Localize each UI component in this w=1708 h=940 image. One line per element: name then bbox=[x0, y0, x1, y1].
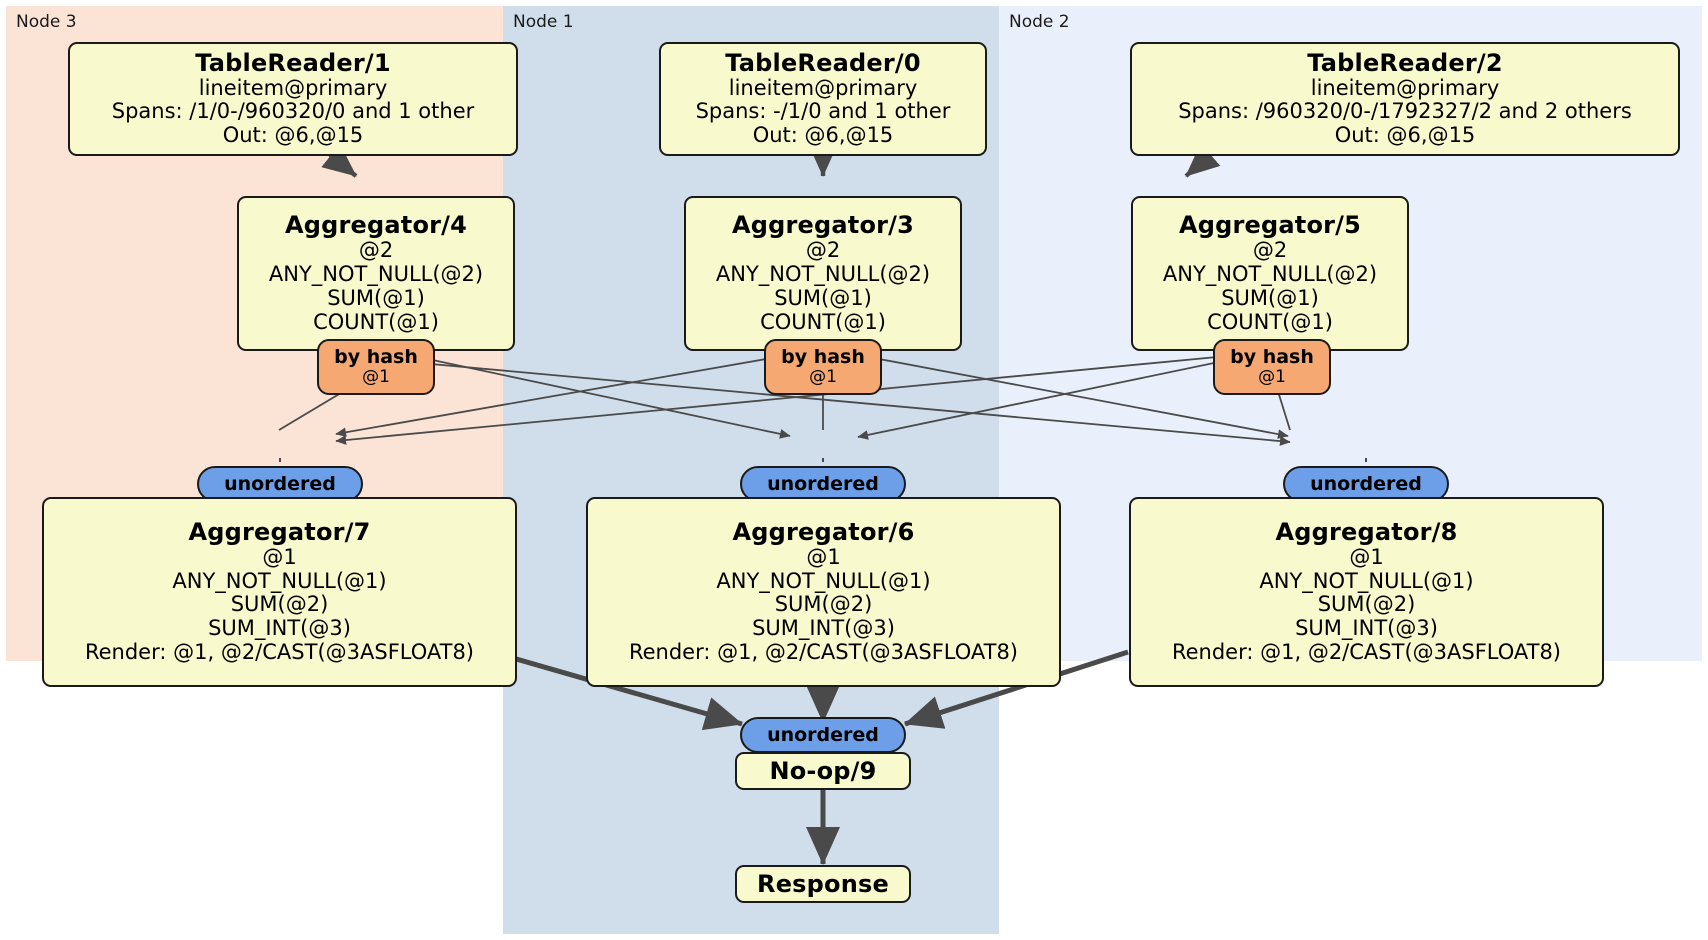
stream-label: unordered bbox=[767, 472, 879, 495]
edge-tablereader2-aggregator5 bbox=[1184, 143, 1221, 178]
processor-tablereader0[interactable]: TableReader/0 lineitem@primary Spans: -/… bbox=[659, 42, 987, 156]
processor-title: TableReader/2 bbox=[1307, 48, 1503, 77]
processor-title: Aggregator/6 bbox=[732, 517, 915, 546]
processor-detail: COUNT(@1) bbox=[1207, 309, 1333, 334]
processor-detail: SUM_INT(@3) bbox=[1295, 616, 1438, 641]
processor-detail: SUM(@2) bbox=[230, 592, 329, 617]
processor-detail: SUM(@2) bbox=[774, 592, 873, 617]
node-panel-label: Node 2 bbox=[1009, 12, 1070, 32]
processor-detail: @1 bbox=[806, 544, 841, 569]
processor-detail: COUNT(@1) bbox=[760, 309, 886, 334]
processor-detail: ANY_NOT_NULL(@1) bbox=[172, 568, 387, 593]
processor-detail: @2 bbox=[358, 238, 394, 263]
processor-title: TableReader/0 bbox=[725, 48, 921, 77]
processor-detail: @1 bbox=[262, 544, 297, 569]
processor-detail: SUM(@1) bbox=[1221, 285, 1319, 310]
processor-title: Aggregator/3 bbox=[731, 211, 915, 240]
processor-detail: Render: @1, @2/CAST(@3ASFLOAT8) bbox=[84, 640, 475, 665]
processor-noop9[interactable]: No-op/9 bbox=[735, 752, 911, 790]
processor-detail: SUM_INT(@3) bbox=[752, 616, 895, 641]
processor-title: Aggregator/5 bbox=[1178, 211, 1362, 240]
edge-hash-left-to-unordered-right bbox=[408, 361, 1291, 446]
processor-title: Response bbox=[757, 869, 889, 898]
processor-detail: lineitem@primary bbox=[1310, 75, 1500, 100]
node-panel-label: Node 1 bbox=[513, 12, 574, 32]
processor-detail: Spans: /1/0-/960320/0 and 1 other bbox=[111, 99, 475, 124]
processor-aggregator8[interactable]: Aggregator/8 @1 ANY_NOT_NULL(@1) SUM(@2)… bbox=[1129, 497, 1604, 687]
processor-aggregator5[interactable]: Aggregator/5 @2 ANY_NOT_NULL(@2) SUM(@1)… bbox=[1131, 196, 1409, 351]
processor-detail: ANY_NOT_NULL(@2) bbox=[715, 262, 931, 286]
processor-detail: lineitem@primary bbox=[728, 75, 918, 100]
processor-response[interactable]: Response bbox=[735, 865, 911, 903]
router-column: @1 bbox=[809, 366, 837, 387]
stream-unordered-left[interactable]: unordered bbox=[197, 466, 363, 502]
processor-detail: SUM(@1) bbox=[327, 285, 425, 310]
processor-detail: ANY_NOT_NULL(@1) bbox=[1259, 568, 1474, 593]
processor-tablereader1[interactable]: TableReader/1 lineitem@primary Spans: /1… bbox=[68, 42, 518, 156]
processor-title: TableReader/1 bbox=[195, 48, 391, 77]
processor-detail: ANY_NOT_NULL(@2) bbox=[1162, 262, 1378, 286]
edge-hash-center-to-unordered-right bbox=[857, 354, 1289, 439]
processor-title: Aggregator/8 bbox=[1275, 517, 1458, 546]
processor-title: Aggregator/7 bbox=[188, 517, 371, 546]
edge-hash-right-to-unordered-left bbox=[335, 354, 1239, 445]
processor-detail: lineitem@primary bbox=[198, 75, 388, 100]
router-by-hash-right[interactable]: by hash @1 bbox=[1213, 339, 1331, 395]
processor-detail: @2 bbox=[805, 238, 841, 263]
processor-tablereader2[interactable]: TableReader/2 lineitem@primary Spans: /9… bbox=[1130, 42, 1680, 156]
processor-detail: ANY_NOT_NULL(@2) bbox=[268, 262, 484, 286]
processor-detail: SUM(@1) bbox=[774, 285, 872, 310]
processor-detail: Render: @1, @2/CAST(@3ASFLOAT8) bbox=[1171, 640, 1562, 665]
router-label: by hash bbox=[1230, 345, 1314, 368]
processor-title: Aggregator/4 bbox=[284, 211, 468, 240]
processor-detail: SUM_INT(@3) bbox=[208, 616, 351, 641]
processor-aggregator4[interactable]: Aggregator/4 @2 ANY_NOT_NULL(@2) SUM(@1)… bbox=[237, 196, 515, 351]
processor-detail: Out: @6,@15 bbox=[1334, 123, 1476, 148]
processor-detail: COUNT(@1) bbox=[313, 309, 439, 334]
router-label: by hash bbox=[781, 345, 865, 368]
edge-hash-center-to-unordered-left bbox=[335, 354, 790, 438]
stream-label: unordered bbox=[224, 472, 336, 495]
router-by-hash-center[interactable]: by hash @1 bbox=[764, 339, 882, 395]
processor-detail: SUM(@2) bbox=[1317, 592, 1416, 617]
processor-detail: Out: @6,@15 bbox=[752, 123, 894, 148]
node-panel-label: Node 3 bbox=[16, 12, 77, 32]
router-column: @1 bbox=[1258, 366, 1286, 387]
processor-detail: ANY_NOT_NULL(@1) bbox=[716, 568, 931, 593]
processor-aggregator3[interactable]: Aggregator/3 @2 ANY_NOT_NULL(@2) SUM(@1)… bbox=[684, 196, 962, 351]
edge-agg7-to-unordered-final bbox=[491, 649, 743, 731]
processor-aggregator7[interactable]: Aggregator/7 @1 ANY_NOT_NULL(@1) SUM(@2)… bbox=[42, 497, 517, 687]
stream-unordered-final[interactable]: unordered bbox=[740, 717, 906, 753]
processor-detail: Spans: /960320/0-/1792327/2 and 2 others bbox=[1178, 99, 1632, 124]
edge-agg8-to-unordered-final bbox=[904, 649, 1129, 729]
processor-detail: @2 bbox=[1252, 238, 1288, 263]
processor-detail: Spans: -/1/0 and 1 other bbox=[695, 99, 951, 124]
processor-aggregator6[interactable]: Aggregator/6 @1 ANY_NOT_NULL(@1) SUM(@2)… bbox=[586, 497, 1061, 687]
processor-detail: @1 bbox=[1349, 544, 1384, 569]
edge-tablereader1-aggregator4 bbox=[321, 143, 358, 178]
router-column: @1 bbox=[362, 366, 390, 387]
stream-label: unordered bbox=[1310, 472, 1422, 495]
router-by-hash-left[interactable]: by hash @1 bbox=[317, 339, 435, 395]
processor-detail: Render: @1, @2/CAST(@3ASFLOAT8) bbox=[628, 640, 1019, 665]
processor-detail: Out: @6,@15 bbox=[222, 123, 364, 148]
edge-hash-right-to-unordered-center bbox=[857, 357, 1239, 440]
router-label: by hash bbox=[334, 345, 418, 368]
stream-label: unordered bbox=[767, 723, 879, 746]
processor-title: No-op/9 bbox=[769, 756, 877, 785]
